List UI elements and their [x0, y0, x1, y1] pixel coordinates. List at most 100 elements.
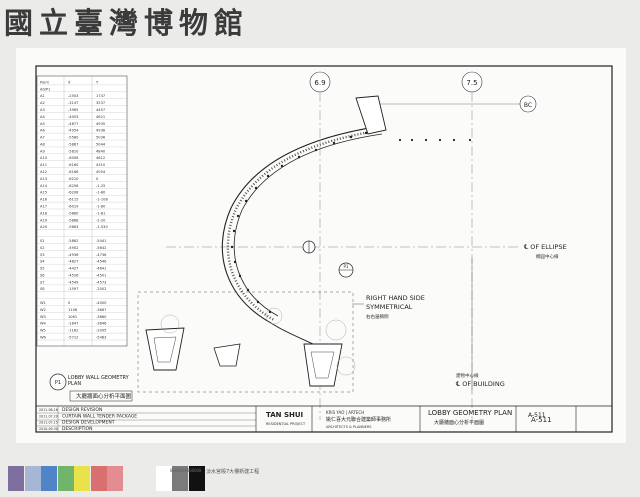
table-cell: -1-80	[96, 205, 106, 209]
table-cell: -5888	[68, 218, 79, 222]
firm-sub: ARCHITECTS & PLANNERS	[326, 425, 372, 429]
table-cell: 0	[96, 177, 99, 181]
tree-1	[160, 314, 180, 334]
color-swatch	[24, 466, 41, 491]
section-marker-label: P1	[344, 264, 349, 269]
geometry-point-ticks	[230, 131, 472, 314]
table-cell: Y	[96, 80, 99, 84]
wall-point	[452, 138, 456, 142]
table-cell: -1-25	[96, 184, 105, 188]
table-cell: -4573	[96, 280, 106, 284]
project-name: TAN SHUI	[266, 411, 303, 419]
table-cell: -5887	[68, 142, 78, 146]
wall-point	[232, 229, 236, 233]
coordinate-table-frame	[36, 75, 128, 347]
table-cell: S7	[40, 280, 45, 284]
table-cell: -4641	[96, 267, 106, 271]
grid-bubble-7-5	[461, 71, 483, 93]
wall-point	[398, 138, 402, 142]
bc-label: BC	[524, 102, 532, 109]
wall-point	[256, 300, 260, 304]
table-cell: 0	[68, 301, 71, 305]
plan-label-en-2: PLAN	[68, 381, 81, 387]
table-cell: -5663	[68, 225, 78, 229]
plan-label-bubble	[49, 373, 67, 391]
table-cell: A5	[40, 122, 45, 126]
table-cell: -1-81	[96, 211, 105, 215]
wall-point	[438, 138, 442, 142]
table-cell: A18	[40, 211, 48, 215]
table-cell: 4935	[96, 122, 105, 126]
table-cell: X	[68, 80, 71, 84]
table-cell: W4	[40, 322, 47, 326]
color-calibration-strip	[0, 460, 640, 497]
revision-text: DESIGN REVISION	[62, 407, 102, 413]
grid-bubble-6-9	[309, 71, 331, 93]
lobby-wall-inner	[234, 133, 383, 317]
sheet-border	[35, 65, 613, 433]
table-cell: -3965	[68, 108, 78, 112]
wall-point	[410, 138, 414, 142]
table-cell: -1-20	[96, 218, 106, 222]
table-cell: 5036	[96, 136, 106, 140]
table-cell: 1747	[96, 94, 105, 98]
firm-zh: 姚仁喜大元聯合建築師事務所	[326, 416, 391, 423]
table-cell: -3667	[96, 308, 106, 312]
table-cell: -4501	[96, 273, 106, 277]
column-left	[145, 327, 185, 371]
color-swatch	[57, 466, 74, 491]
table-cell: -5483	[96, 336, 106, 340]
revision-date: 2011.07.15	[39, 421, 58, 425]
table-cell: 4936	[96, 129, 106, 133]
table-cell: -1-80	[96, 191, 106, 195]
symmetry-label-1: RIGHT HAND SIDE	[366, 294, 425, 302]
revision-text: DESCRIPTION	[62, 426, 92, 432]
table-cell: S1	[40, 239, 45, 243]
wall-point	[468, 138, 472, 142]
firm-en: KRIS YAO | ARTECH	[326, 410, 364, 415]
color-swatch	[155, 466, 172, 491]
table-cell: -6210	[68, 177, 79, 181]
wall-point	[244, 199, 248, 203]
table-cell: A16	[40, 198, 48, 202]
column-mid	[213, 343, 241, 367]
bc-bubble	[519, 95, 537, 113]
table-cell: A11	[40, 163, 47, 167]
wall-point	[236, 214, 240, 218]
table-cell: A2	[40, 101, 45, 105]
table-cell: W6	[40, 336, 47, 340]
table-cell: -4954	[68, 129, 79, 133]
table-cell: A8	[40, 142, 45, 146]
museum-logo: 國立臺灣博物館	[4, 6, 250, 40]
table-cell: S2	[40, 246, 45, 250]
color-swatch	[8, 466, 24, 491]
lobby-wall-hatch	[226, 128, 383, 322]
table-cell: -1847	[68, 322, 78, 326]
coordinate-table-lines	[37, 76, 127, 346]
table-cell: -5580	[68, 136, 79, 140]
table-cell: S5	[40, 267, 45, 271]
table-cell: A14	[40, 184, 48, 188]
revision-text: CURTAIN WALL TENDER PACKAGE	[62, 413, 137, 419]
table-cell: S3	[40, 253, 45, 257]
wall-point	[297, 155, 301, 159]
table-cell: A4	[40, 115, 45, 119]
table-cell: -6166	[68, 170, 79, 174]
table-cell: 1061	[68, 315, 77, 319]
table-cell: -6019	[68, 205, 79, 209]
ellipse-label-zh: 橢圓中心線	[536, 253, 559, 260]
table-cell: W3	[40, 315, 46, 319]
table-cell: -5441	[96, 239, 106, 243]
table-cell: A1	[40, 94, 45, 98]
color-swatch	[172, 466, 188, 491]
wall-point	[268, 310, 272, 314]
plan-label-number: P1	[55, 380, 61, 386]
table-cell: -4877	[68, 122, 78, 126]
symmetry-label-2: SYMMETRICAL	[366, 303, 413, 311]
plan-label-box	[69, 390, 133, 402]
sheet-number: A-511	[531, 416, 552, 424]
column-right-inner	[310, 351, 335, 379]
wall-point	[364, 131, 368, 135]
